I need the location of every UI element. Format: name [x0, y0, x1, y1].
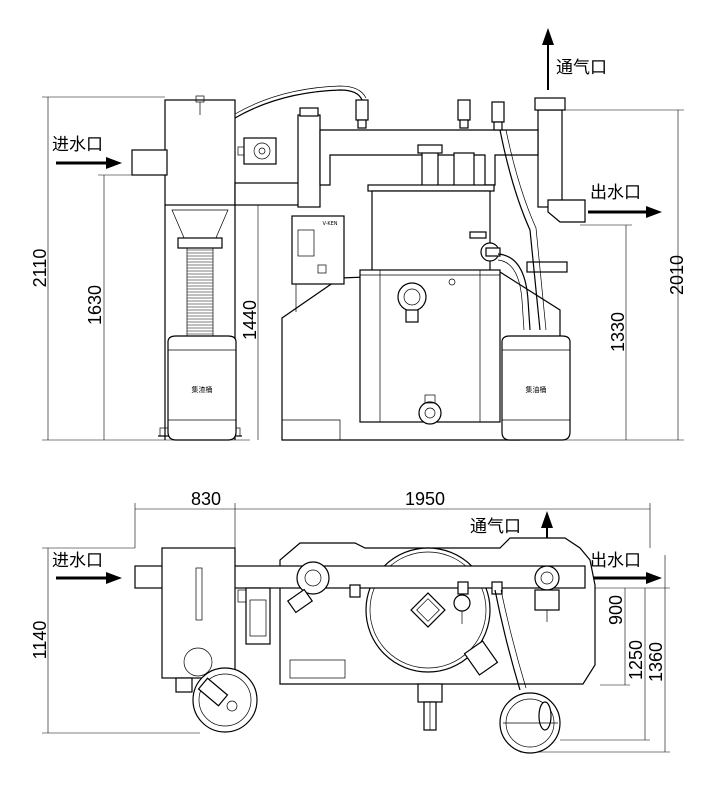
dim-1950: 1950	[405, 489, 445, 509]
top-view: 830 1950 通气口 进水口 出水口 1140	[30, 489, 670, 754]
vent-arrow-top	[542, 28, 554, 90]
outlet-stub-front	[547, 199, 586, 223]
dim-2010: 2010	[667, 255, 687, 295]
dim-830: 830	[191, 489, 221, 509]
top-view-valves	[349, 581, 503, 624]
corrugated-hose-front	[187, 249, 213, 335]
side-valve	[469, 231, 531, 331]
inlet-label-front: 进水口	[52, 135, 103, 155]
dim-1440: 1440	[240, 300, 260, 340]
front-left-dimensions	[42, 96, 275, 441]
dim-1250: 1250	[626, 640, 646, 680]
main-tank	[281, 184, 561, 441]
outlet-arrow-front	[588, 206, 662, 218]
vent-label-top: 通气口	[556, 58, 607, 78]
filter-box-top	[161, 547, 236, 679]
front-view: 通气口 进水口 出水口 2110 1630 1440	[30, 28, 687, 441]
dim-1140: 1140	[30, 621, 50, 660]
oil-barrel-right	[501, 261, 571, 441]
bottom-drain-top	[417, 683, 443, 731]
vent-label-top-view: 通气口	[470, 517, 521, 537]
top-width-dimensions	[134, 503, 651, 548]
upper-manifold	[297, 97, 566, 208]
collector-barrel-label-left: 集渣桶	[192, 385, 213, 394]
main-body-top	[279, 537, 596, 685]
outlet-label-top-view: 出水口	[590, 551, 641, 571]
control-panel	[291, 215, 345, 312]
filter-housing	[131, 95, 242, 440]
collector-barrel-left	[167, 335, 237, 441]
left-caster	[175, 667, 258, 733]
drain-pipe-top	[463, 589, 527, 691]
outlet-label-front: 出水口	[590, 183, 641, 203]
dim-1330: 1330	[608, 312, 628, 352]
dim-900: 900	[606, 595, 626, 625]
hose-top-left	[234, 89, 363, 119]
outlet-arrow-top-view	[588, 572, 662, 584]
pump-top	[237, 587, 271, 645]
inlet-arrow-front	[56, 157, 122, 169]
brand-label: V-KEN	[322, 221, 337, 227]
top-left-dimensions	[42, 547, 200, 734]
hose-right-front	[499, 129, 541, 331]
pump-box	[237, 137, 277, 165]
front-right-dimensions	[560, 109, 684, 441]
dim-1630: 1630	[85, 285, 105, 325]
top-valves	[355, 99, 505, 131]
agitator-motor	[417, 144, 475, 189]
oil-barrel-label: 集油桶	[526, 385, 547, 394]
dim-2110: 2110	[30, 249, 50, 288]
dim-1360: 1360	[646, 642, 666, 682]
inlet-arrow-top-view	[56, 572, 122, 584]
right-caster	[499, 692, 561, 754]
inspection-port-top	[286, 561, 330, 614]
inlet-label-top-view: 进水口	[52, 551, 103, 571]
vent-flange-top	[534, 565, 560, 622]
